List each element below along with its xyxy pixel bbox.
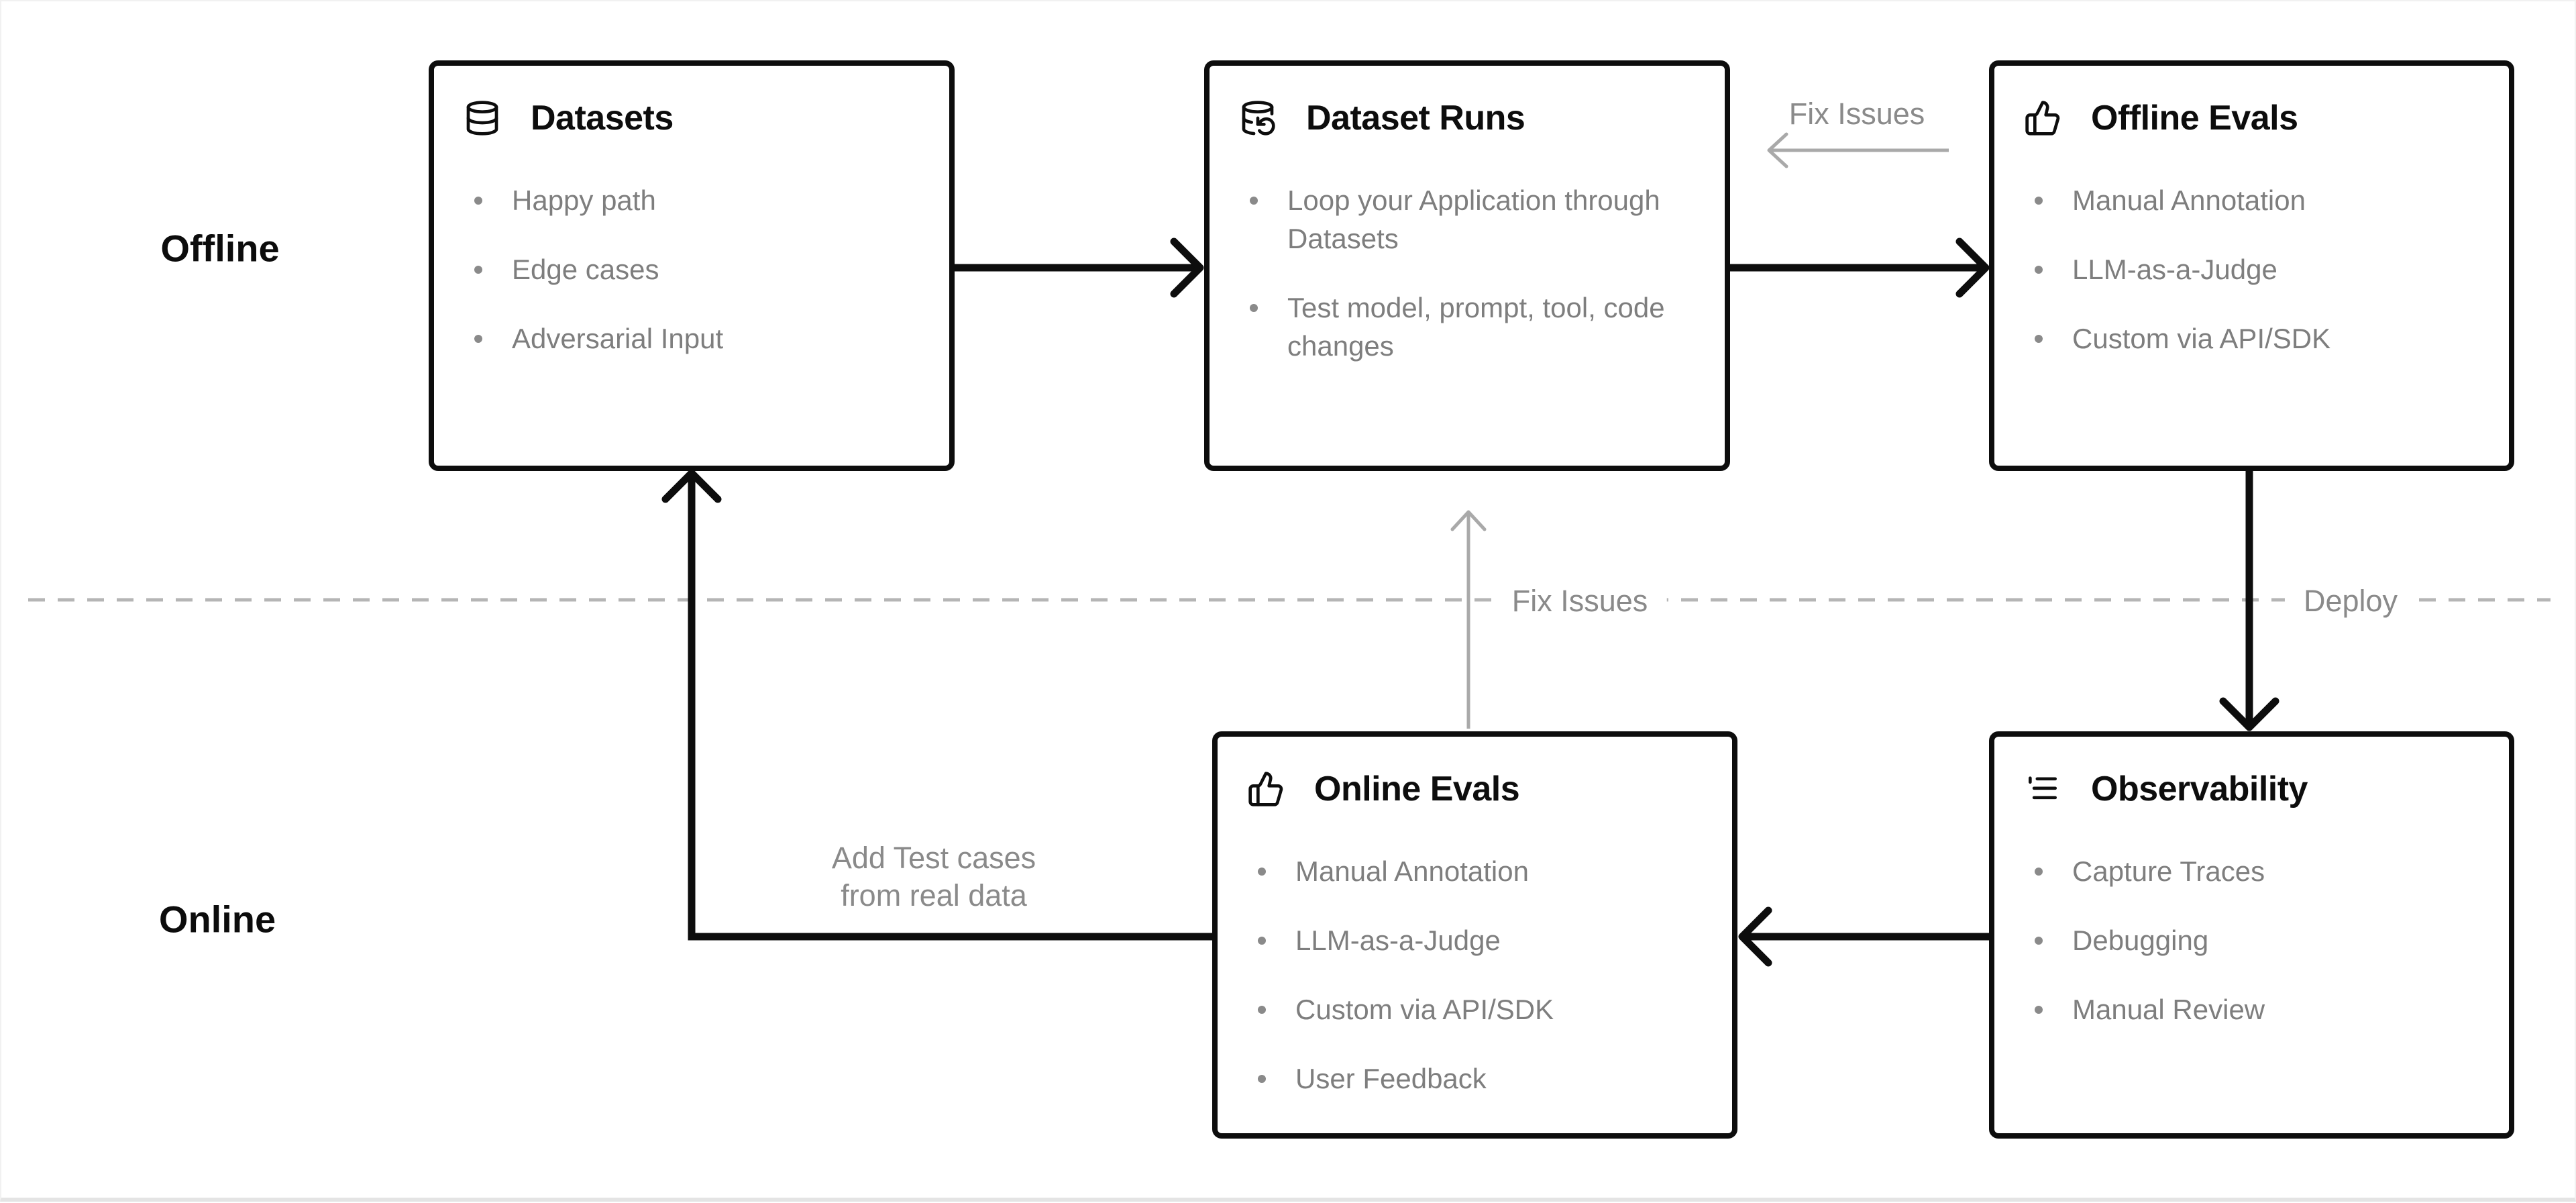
list-item: Manual Review bbox=[2024, 990, 2479, 1029]
list-item: Custom via API/SDK bbox=[2024, 319, 2479, 358]
arrow-datasets-to-dataset-runs bbox=[955, 238, 1204, 298]
arrow-fix-issues-offline-to-dataset-runs bbox=[1767, 132, 1949, 168]
card-datasets: Datasets Happy path Edge cases Adversari… bbox=[429, 60, 955, 471]
edge-label-fix-issues-top: Fix Issues bbox=[1788, 97, 1925, 131]
list-item: Manual Annotation bbox=[2024, 181, 2479, 219]
list-item: Custom via API/SDK bbox=[1247, 990, 1703, 1029]
card-list: Happy path Edge cases Adversarial Input bbox=[464, 181, 920, 358]
database-icon bbox=[464, 99, 501, 137]
list-item: Debugging bbox=[2024, 921, 2479, 959]
arrow-observability-to-online-evals bbox=[1738, 906, 1990, 967]
list-item: LLM-as-a-Judge bbox=[2024, 250, 2479, 289]
card-list: Manual Annotation LLM-as-a-Judge Custom … bbox=[1247, 852, 1703, 1098]
card-offline-evals: Offline Evals Manual Annotation LLM-as-a… bbox=[1989, 60, 2514, 471]
arrow-fix-issues-online-to-dataset-runs bbox=[1450, 510, 1487, 729]
edge-label-add-test-cases: Add Test cases from real data bbox=[831, 841, 1036, 912]
edge-label-deploy: Deploy bbox=[2284, 580, 2417, 623]
card-list: Loop your Application through Datasets T… bbox=[1239, 181, 1695, 365]
section-label-offline: Offline bbox=[160, 227, 280, 270]
card-title: Observability bbox=[2091, 770, 2308, 808]
card-header: Offline Evals bbox=[2024, 97, 2479, 140]
list-item: Loop your Application through Datasets bbox=[1239, 181, 1695, 258]
card-header: Observability bbox=[2024, 768, 2479, 810]
list-item: Test model, prompt, tool, code changes bbox=[1239, 289, 1695, 365]
list-item: LLM-as-a-Judge bbox=[1247, 921, 1703, 959]
thumbs-up-icon bbox=[1247, 770, 1285, 808]
list-item: Happy path bbox=[464, 181, 920, 219]
list-item: User Feedback bbox=[1247, 1059, 1703, 1098]
card-title: Online Evals bbox=[1314, 770, 1520, 808]
card-header: Dataset Runs bbox=[1239, 97, 1695, 140]
card-list: Capture Traces Debugging Manual Review bbox=[2024, 852, 2479, 1029]
card-header: Online Evals bbox=[1247, 768, 1703, 810]
card-title: Datasets bbox=[531, 99, 674, 138]
card-dataset-runs: Dataset Runs Loop your Application throu… bbox=[1204, 60, 1730, 471]
list-item: Manual Annotation bbox=[1247, 852, 1703, 890]
card-title: Dataset Runs bbox=[1306, 99, 1525, 138]
thumbs-up-icon bbox=[2024, 99, 2061, 137]
logs-icon bbox=[2024, 770, 2061, 808]
database-backup-icon bbox=[1239, 99, 1277, 137]
list-item: Edge cases bbox=[464, 250, 920, 289]
card-observability: Observability Capture Traces Debugging M… bbox=[1989, 731, 2514, 1139]
arrow-dataset-runs-to-offline-evals bbox=[1730, 238, 1990, 298]
list-item: Adversarial Input bbox=[464, 319, 920, 358]
card-online-evals: Online Evals Manual Annotation LLM-as-a-… bbox=[1212, 731, 1737, 1139]
section-label-online: Online bbox=[158, 898, 276, 941]
edge-label-fix-issues-mid: Fix Issues bbox=[1493, 580, 1667, 623]
card-title: Offline Evals bbox=[2091, 99, 2298, 138]
card-header: Datasets bbox=[464, 97, 920, 140]
list-item: Capture Traces bbox=[2024, 852, 2479, 890]
arrow-offline-evals-to-observability bbox=[2219, 471, 2279, 731]
card-list: Manual Annotation LLM-as-a-Judge Custom … bbox=[2024, 181, 2479, 358]
